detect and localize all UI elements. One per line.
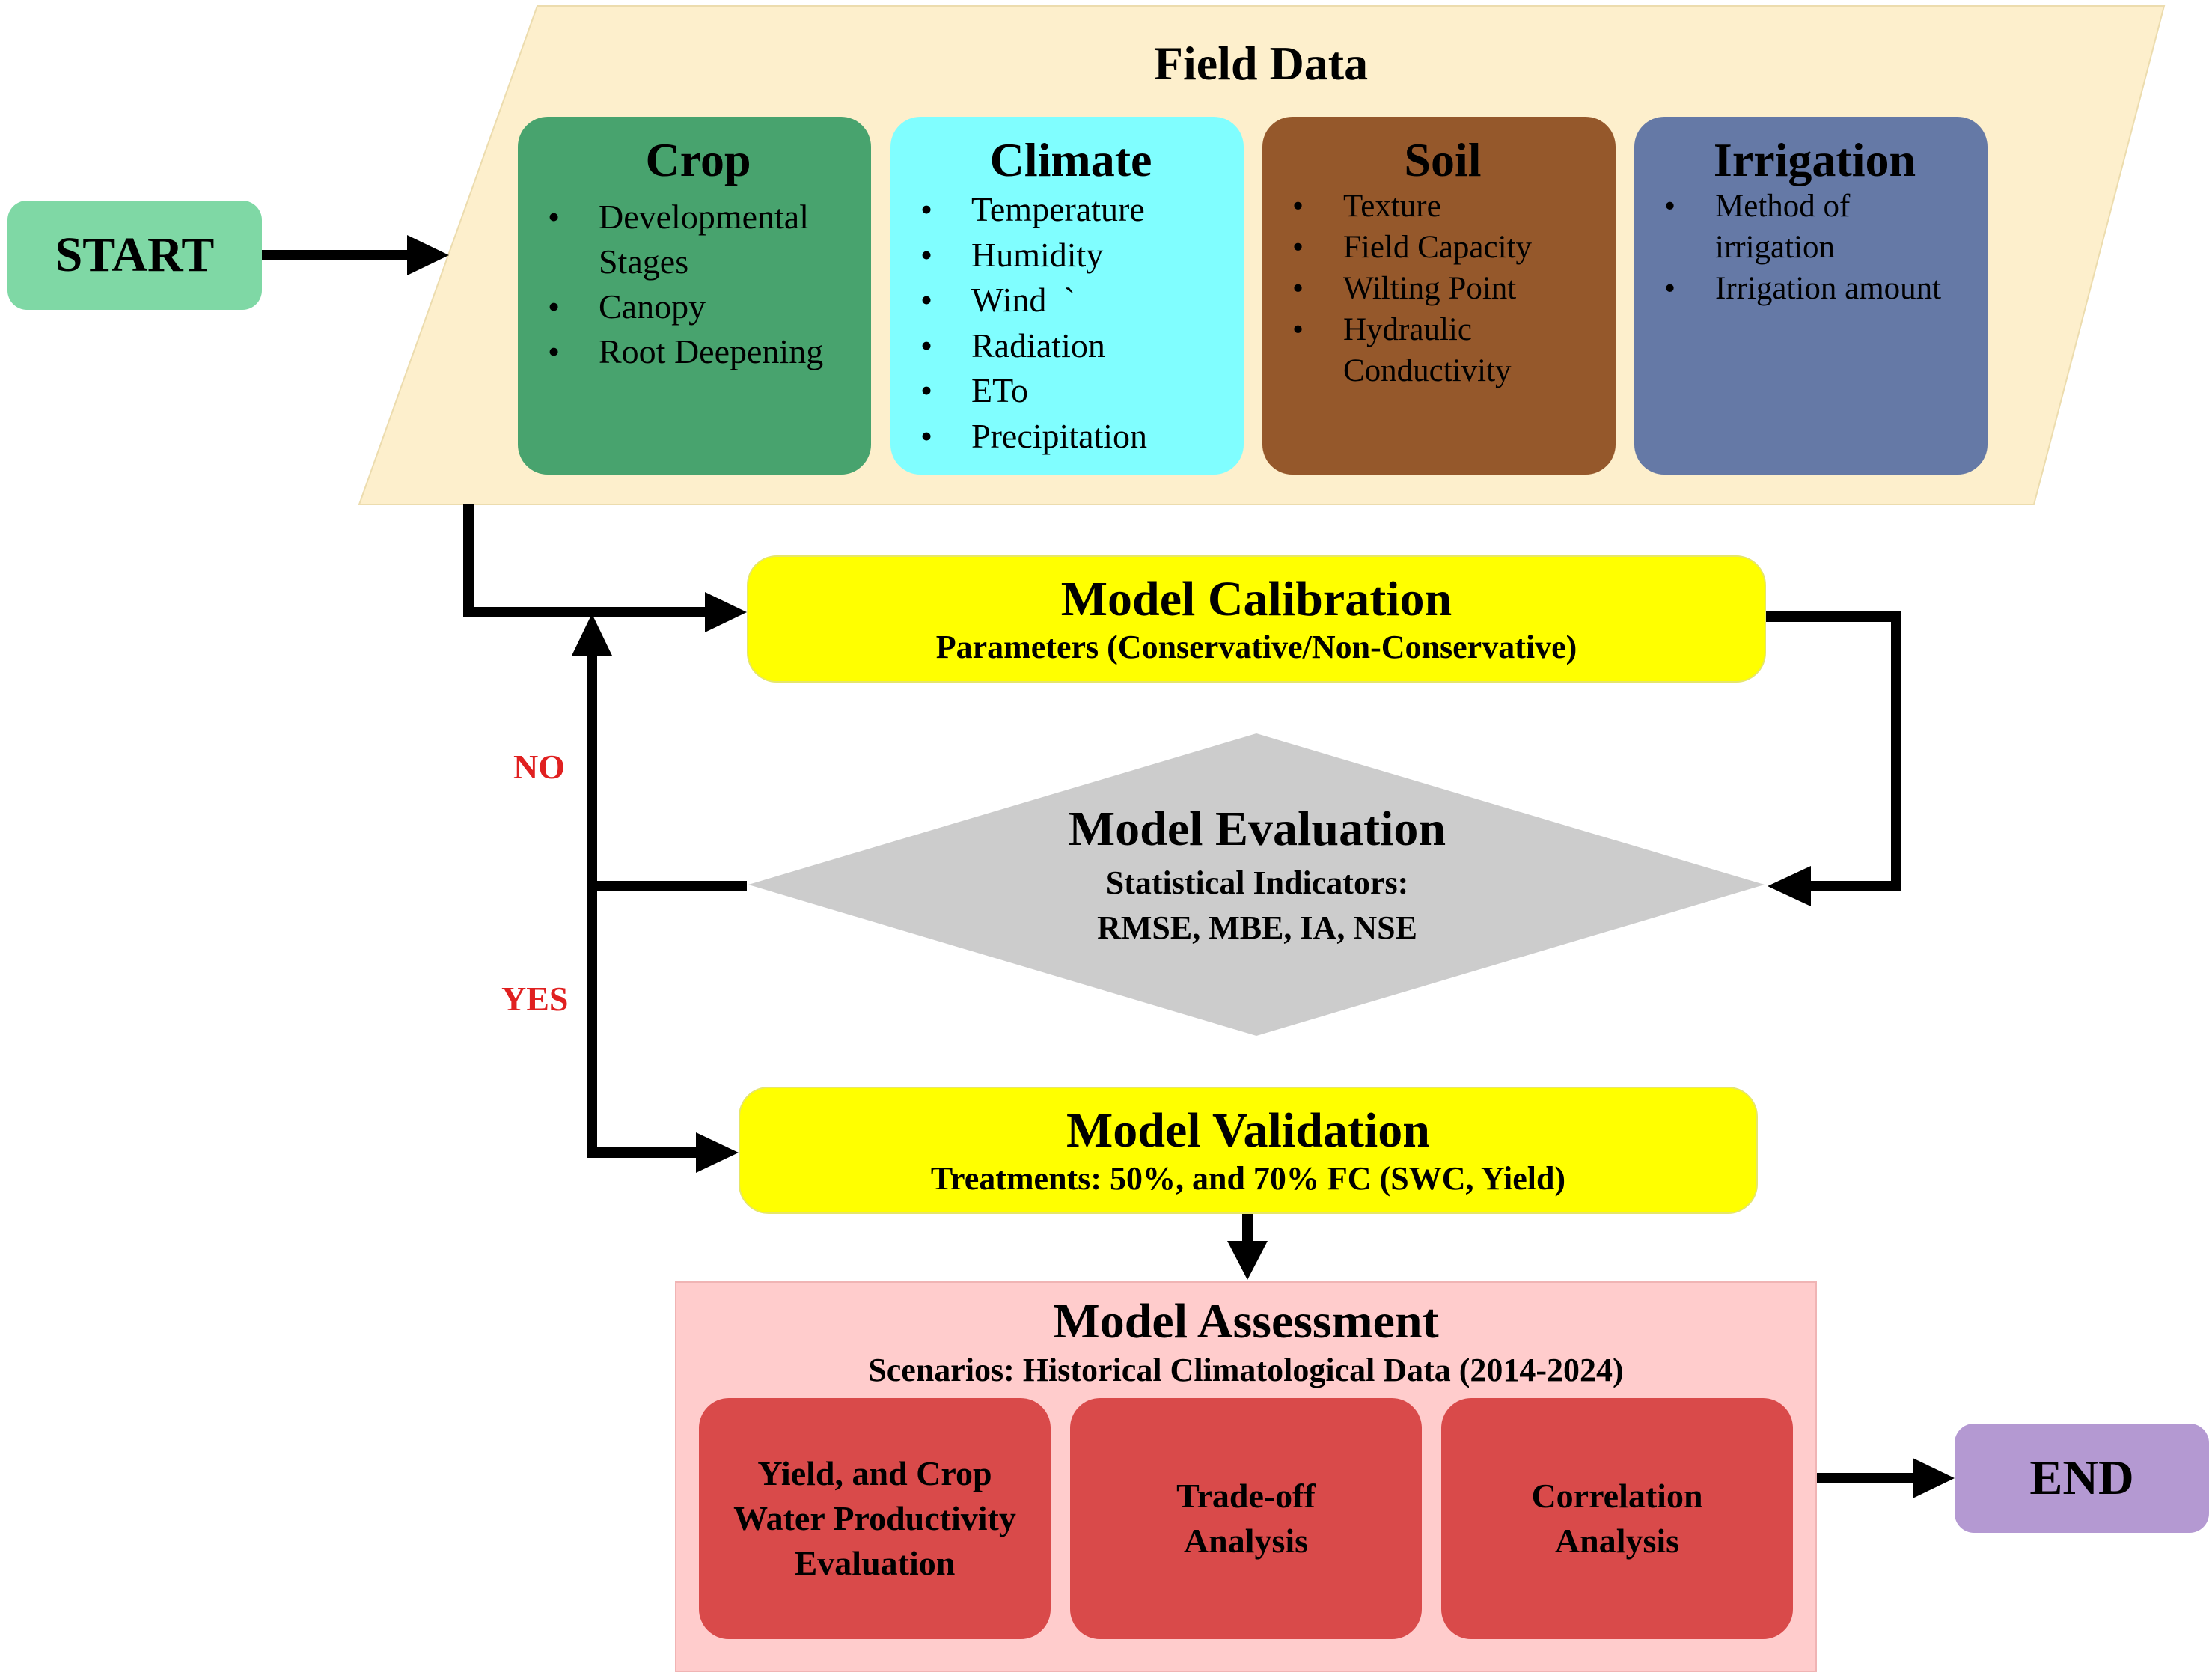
analysis-label: Trade-off Analysis: [1176, 1477, 1316, 1560]
list-item: Precipitation: [916, 414, 1226, 460]
soil-card: Soil Texture Field Capacity Wilting Poin…: [1262, 117, 1616, 475]
irrigation-list: Method of irrigation Irrigation amount: [1660, 186, 1970, 309]
soil-list: Texture Field Capacity Wilting Point Hyd…: [1288, 186, 1598, 391]
arrowhead-no-up: [572, 614, 612, 656]
yield-wp-analysis-card: Yield, and Crop Water Productivity Evalu…: [699, 1398, 1051, 1639]
soil-title: Soil: [1404, 133, 1482, 186]
arrowhead-yes-validation: [696, 1132, 739, 1173]
yes-label: YES: [501, 980, 569, 1018]
connector-field-calibration: [463, 504, 709, 617]
list-item: Radiation: [916, 323, 1226, 369]
list-item: Wilting Point: [1288, 268, 1598, 309]
start-terminal: START: [7, 201, 262, 310]
start-label: START: [55, 228, 215, 282]
arrowhead-start-field: [407, 235, 449, 275]
list-item: Developmental Stages: [543, 195, 853, 284]
assessment-subtitle: Scenarios: Historical Climatological Dat…: [868, 1352, 1624, 1388]
list-item: Field Capacity: [1288, 227, 1598, 268]
evaluation-text: Model Evaluation Statistical Indicators:…: [958, 798, 1556, 951]
analysis-label: Yield, and Crop Water Productivity Evalu…: [733, 1454, 1016, 1582]
list-item: Root Deepening: [543, 329, 853, 374]
calibration-subtitle: Parameters (Conservative/Non-Conservativ…: [935, 629, 1577, 665]
arrowhead-field-calibration: [705, 592, 747, 632]
arrowhead-calibration-evaluation: [1768, 866, 1811, 906]
field-data-title: Field Data: [1153, 37, 1369, 90]
irrigation-card: Irrigation Method of irrigation Irrigati…: [1634, 117, 1988, 475]
irrigation-title: Irrigation: [1713, 133, 1916, 186]
connector-calibration-evaluation: [1766, 611, 1901, 891]
climate-card: Climate Temperature Humidity Wind ` Radi…: [890, 117, 1244, 475]
list-item: Humidity: [916, 233, 1226, 278]
connector-yes-down: [587, 886, 700, 1158]
analysis-label: Correlation Analysis: [1531, 1477, 1703, 1560]
tradeoff-analysis-card: Trade-off Analysis: [1070, 1398, 1422, 1639]
evaluation-subtitle-line1: Statistical Indicators:: [1105, 864, 1409, 901]
list-item: Texture: [1288, 186, 1598, 227]
no-label: NO: [513, 748, 565, 786]
arrowhead-assessment-end: [1913, 1458, 1955, 1498]
model-validation-box: Model Validation Treatments: 50%, and 70…: [739, 1087, 1758, 1214]
list-item: Canopy: [543, 284, 853, 329]
end-terminal: END: [1955, 1424, 2209, 1533]
assessment-title: Model Assessment: [1053, 1294, 1439, 1349]
validation-title: Model Validation: [1066, 1103, 1430, 1158]
calibration-title: Model Calibration: [1060, 572, 1452, 626]
list-item: ETo: [916, 368, 1226, 414]
model-calibration-box: Model Calibration Parameters (Conservati…: [747, 555, 1766, 683]
list-item: Irrigation amount: [1660, 268, 1970, 309]
list-item: Wind `: [916, 278, 1226, 323]
evaluation-title: Model Evaluation: [1068, 802, 1446, 856]
crop-title: Crop: [645, 133, 751, 186]
climate-list: Temperature Humidity Wind ` Radiation ET…: [916, 187, 1226, 459]
end-label: END: [2029, 1450, 2134, 1505]
validation-subtitle: Treatments: 50%, and 70% FC (SWC, Yield): [930, 1160, 1566, 1197]
evaluation-diamond-shape: [748, 733, 1765, 1036]
list-item: Method of irrigation: [1660, 186, 1970, 268]
crop-card: Crop Developmental Stages Canopy Root De…: [518, 117, 871, 475]
climate-title: Climate: [989, 133, 1152, 186]
list-item: Temperature: [916, 187, 1226, 233]
arrowhead-validation-assessment: [1227, 1241, 1268, 1280]
correlation-analysis-card: Correlation Analysis: [1441, 1398, 1793, 1639]
evaluation-subtitle-line2: RMSE, MBE, IA, NSE: [1097, 909, 1417, 946]
list-item: Hydraulic Conductivity: [1288, 309, 1598, 391]
model-evaluation-diamond: [748, 733, 1765, 1036]
crop-list: Developmental Stages Canopy Root Deepeni…: [543, 195, 853, 374]
